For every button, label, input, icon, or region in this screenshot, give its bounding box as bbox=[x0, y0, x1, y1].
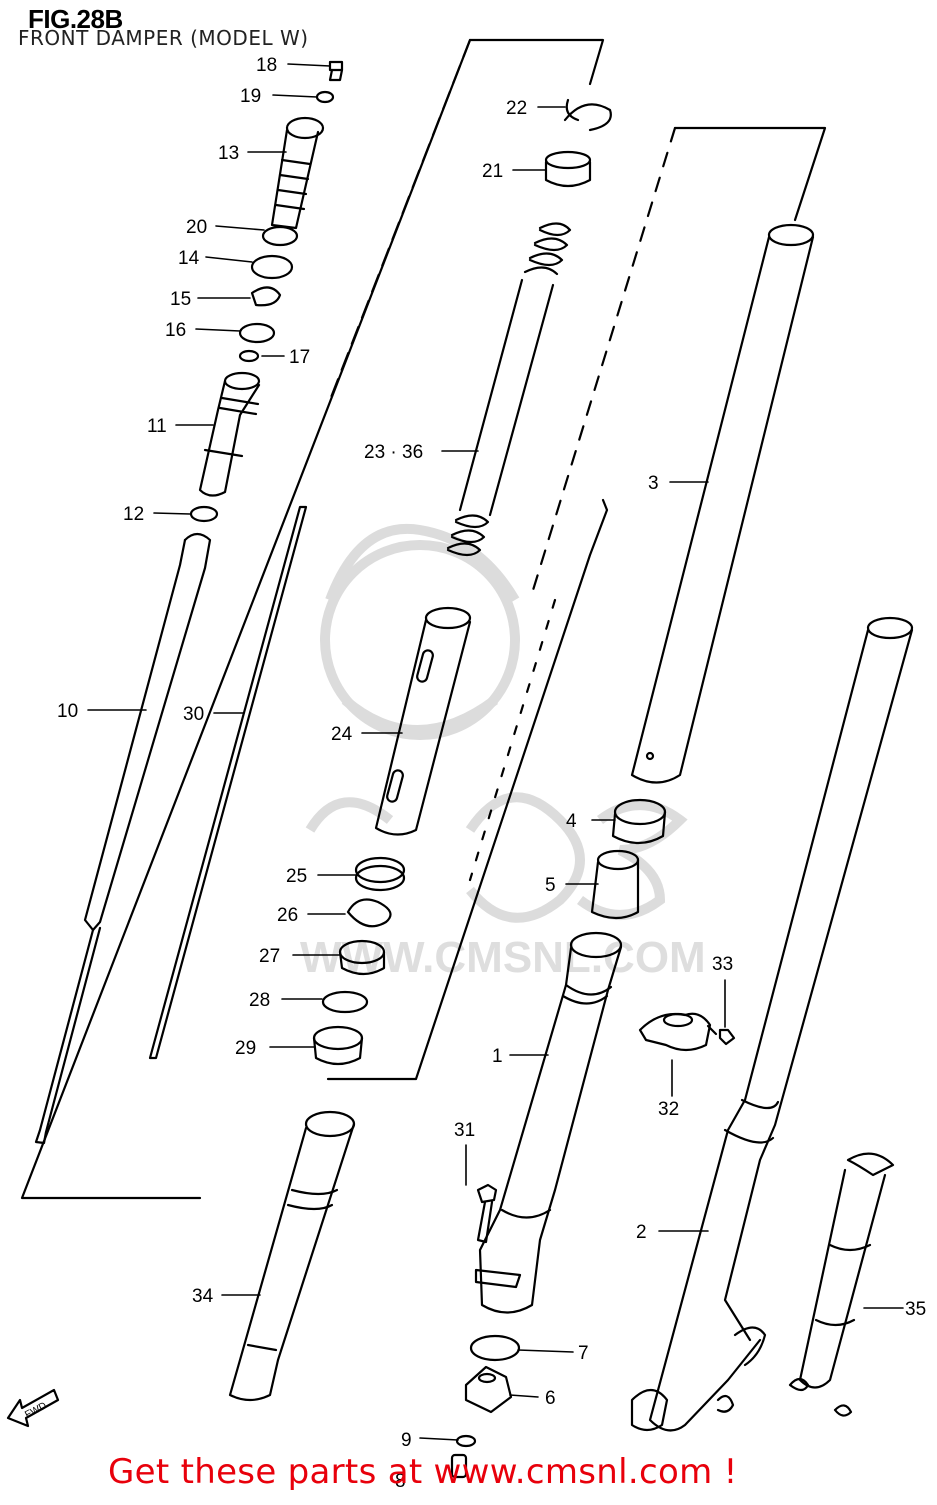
callout-28: 28 bbox=[249, 990, 270, 1011]
callout-33: 33 bbox=[712, 954, 733, 975]
part-12-o-ring bbox=[189, 505, 219, 523]
part-18-bolt bbox=[328, 60, 344, 82]
part-24-guide-tube bbox=[374, 606, 472, 836]
callout-14: 14 bbox=[178, 248, 200, 269]
callout-29: 29 bbox=[235, 1038, 256, 1059]
part-25-bushing bbox=[354, 856, 406, 892]
part-34-fork-guard bbox=[228, 1110, 356, 1402]
part-6-cap bbox=[464, 1365, 513, 1414]
part-28-washer bbox=[321, 990, 369, 1014]
part-27-oil-seal bbox=[338, 939, 386, 976]
callout-16: 16 bbox=[165, 320, 186, 341]
callout-24: 24 bbox=[331, 724, 353, 745]
callout-17: 17 bbox=[289, 347, 310, 368]
part-32-clamp bbox=[638, 1012, 712, 1052]
callout-5: 5 bbox=[545, 875, 556, 896]
part-2-outer-tube bbox=[630, 616, 914, 1432]
part-22-clip bbox=[563, 98, 612, 132]
part-11-cap-bolt bbox=[198, 371, 261, 497]
part-10-damper-rod bbox=[34, 532, 212, 1145]
callout-4: 4 bbox=[566, 811, 577, 832]
figure-title: FIG.28B bbox=[28, 4, 123, 34]
callout-8: 8 bbox=[395, 1471, 406, 1492]
fwd-arrow-icon bbox=[6, 1388, 60, 1428]
promo-link-text[interactable]: Get these parts at www.cmsnl.com ! bbox=[108, 1452, 738, 1492]
callout-22: 22 bbox=[506, 98, 527, 119]
callout-19: 19 bbox=[240, 86, 261, 107]
part-35-fork-guard bbox=[788, 1152, 895, 1417]
part-14-o-ring bbox=[250, 254, 294, 280]
fwd-label: FWD bbox=[23, 1400, 48, 1420]
callout-7: 7 bbox=[578, 1343, 589, 1364]
part-23-36-spring bbox=[446, 222, 572, 557]
part-29-bushing bbox=[312, 1025, 364, 1066]
callout-30: 30 bbox=[183, 704, 204, 725]
callout-32: 32 bbox=[658, 1099, 679, 1120]
callout-13: 13 bbox=[218, 143, 239, 164]
callout-27: 27 bbox=[259, 946, 280, 967]
part-5-bushing bbox=[590, 849, 640, 920]
callout-31: 31 bbox=[454, 1120, 475, 1141]
callout-26: 26 bbox=[277, 905, 298, 926]
callout-11: 11 bbox=[147, 416, 167, 437]
figure-subtitle: FRONT DAMPER (MODEL W) bbox=[18, 26, 309, 50]
part-26-ring bbox=[346, 898, 392, 928]
callout-3: 3 bbox=[648, 473, 659, 494]
assembly-outline-right bbox=[468, 126, 827, 882]
callout-21: 21 bbox=[482, 161, 503, 182]
callout-25: 25 bbox=[286, 866, 307, 887]
callout-34: 34 bbox=[192, 1286, 214, 1307]
part-21-cap bbox=[544, 150, 592, 188]
part-1-outer-tube bbox=[474, 931, 623, 1314]
callout-6: 6 bbox=[545, 1388, 556, 1409]
callout-23-36: 23 · 36 bbox=[364, 442, 423, 463]
part-17-washer bbox=[238, 349, 260, 363]
callout-2: 2 bbox=[636, 1222, 647, 1243]
part-33-bolt bbox=[706, 1024, 736, 1046]
part-16-washer bbox=[238, 322, 276, 344]
callout-9: 9 bbox=[401, 1430, 412, 1451]
part-19-washer bbox=[315, 90, 335, 104]
part-31-bolt bbox=[476, 1183, 498, 1244]
callout-18: 18 bbox=[256, 55, 277, 76]
callout-15: 15 bbox=[170, 289, 191, 310]
part-3-inner-tube bbox=[630, 223, 815, 784]
callout-1: 1 bbox=[492, 1046, 503, 1067]
part-9-washer bbox=[455, 1434, 477, 1448]
assembly-outline-left bbox=[20, 38, 609, 1200]
part-15-stopper-ring bbox=[250, 286, 282, 307]
part-8-drain-bolt bbox=[450, 1453, 468, 1479]
callout-labels: 18 19 13 20 14 15 16 17 11 12 10 30 22 2… bbox=[57, 55, 926, 1492]
callout-35: 35 bbox=[905, 1299, 926, 1320]
callout-12: 12 bbox=[123, 504, 144, 525]
part-13-adjuster bbox=[270, 116, 325, 230]
callout-10: 10 bbox=[57, 701, 78, 722]
leader-lines bbox=[87, 63, 904, 1441]
part-20-o-ring bbox=[261, 225, 299, 247]
part-7-gasket bbox=[469, 1334, 521, 1362]
callout-20: 20 bbox=[186, 217, 207, 238]
part-4-bushing bbox=[611, 798, 667, 845]
part-30-rod bbox=[148, 505, 308, 1060]
